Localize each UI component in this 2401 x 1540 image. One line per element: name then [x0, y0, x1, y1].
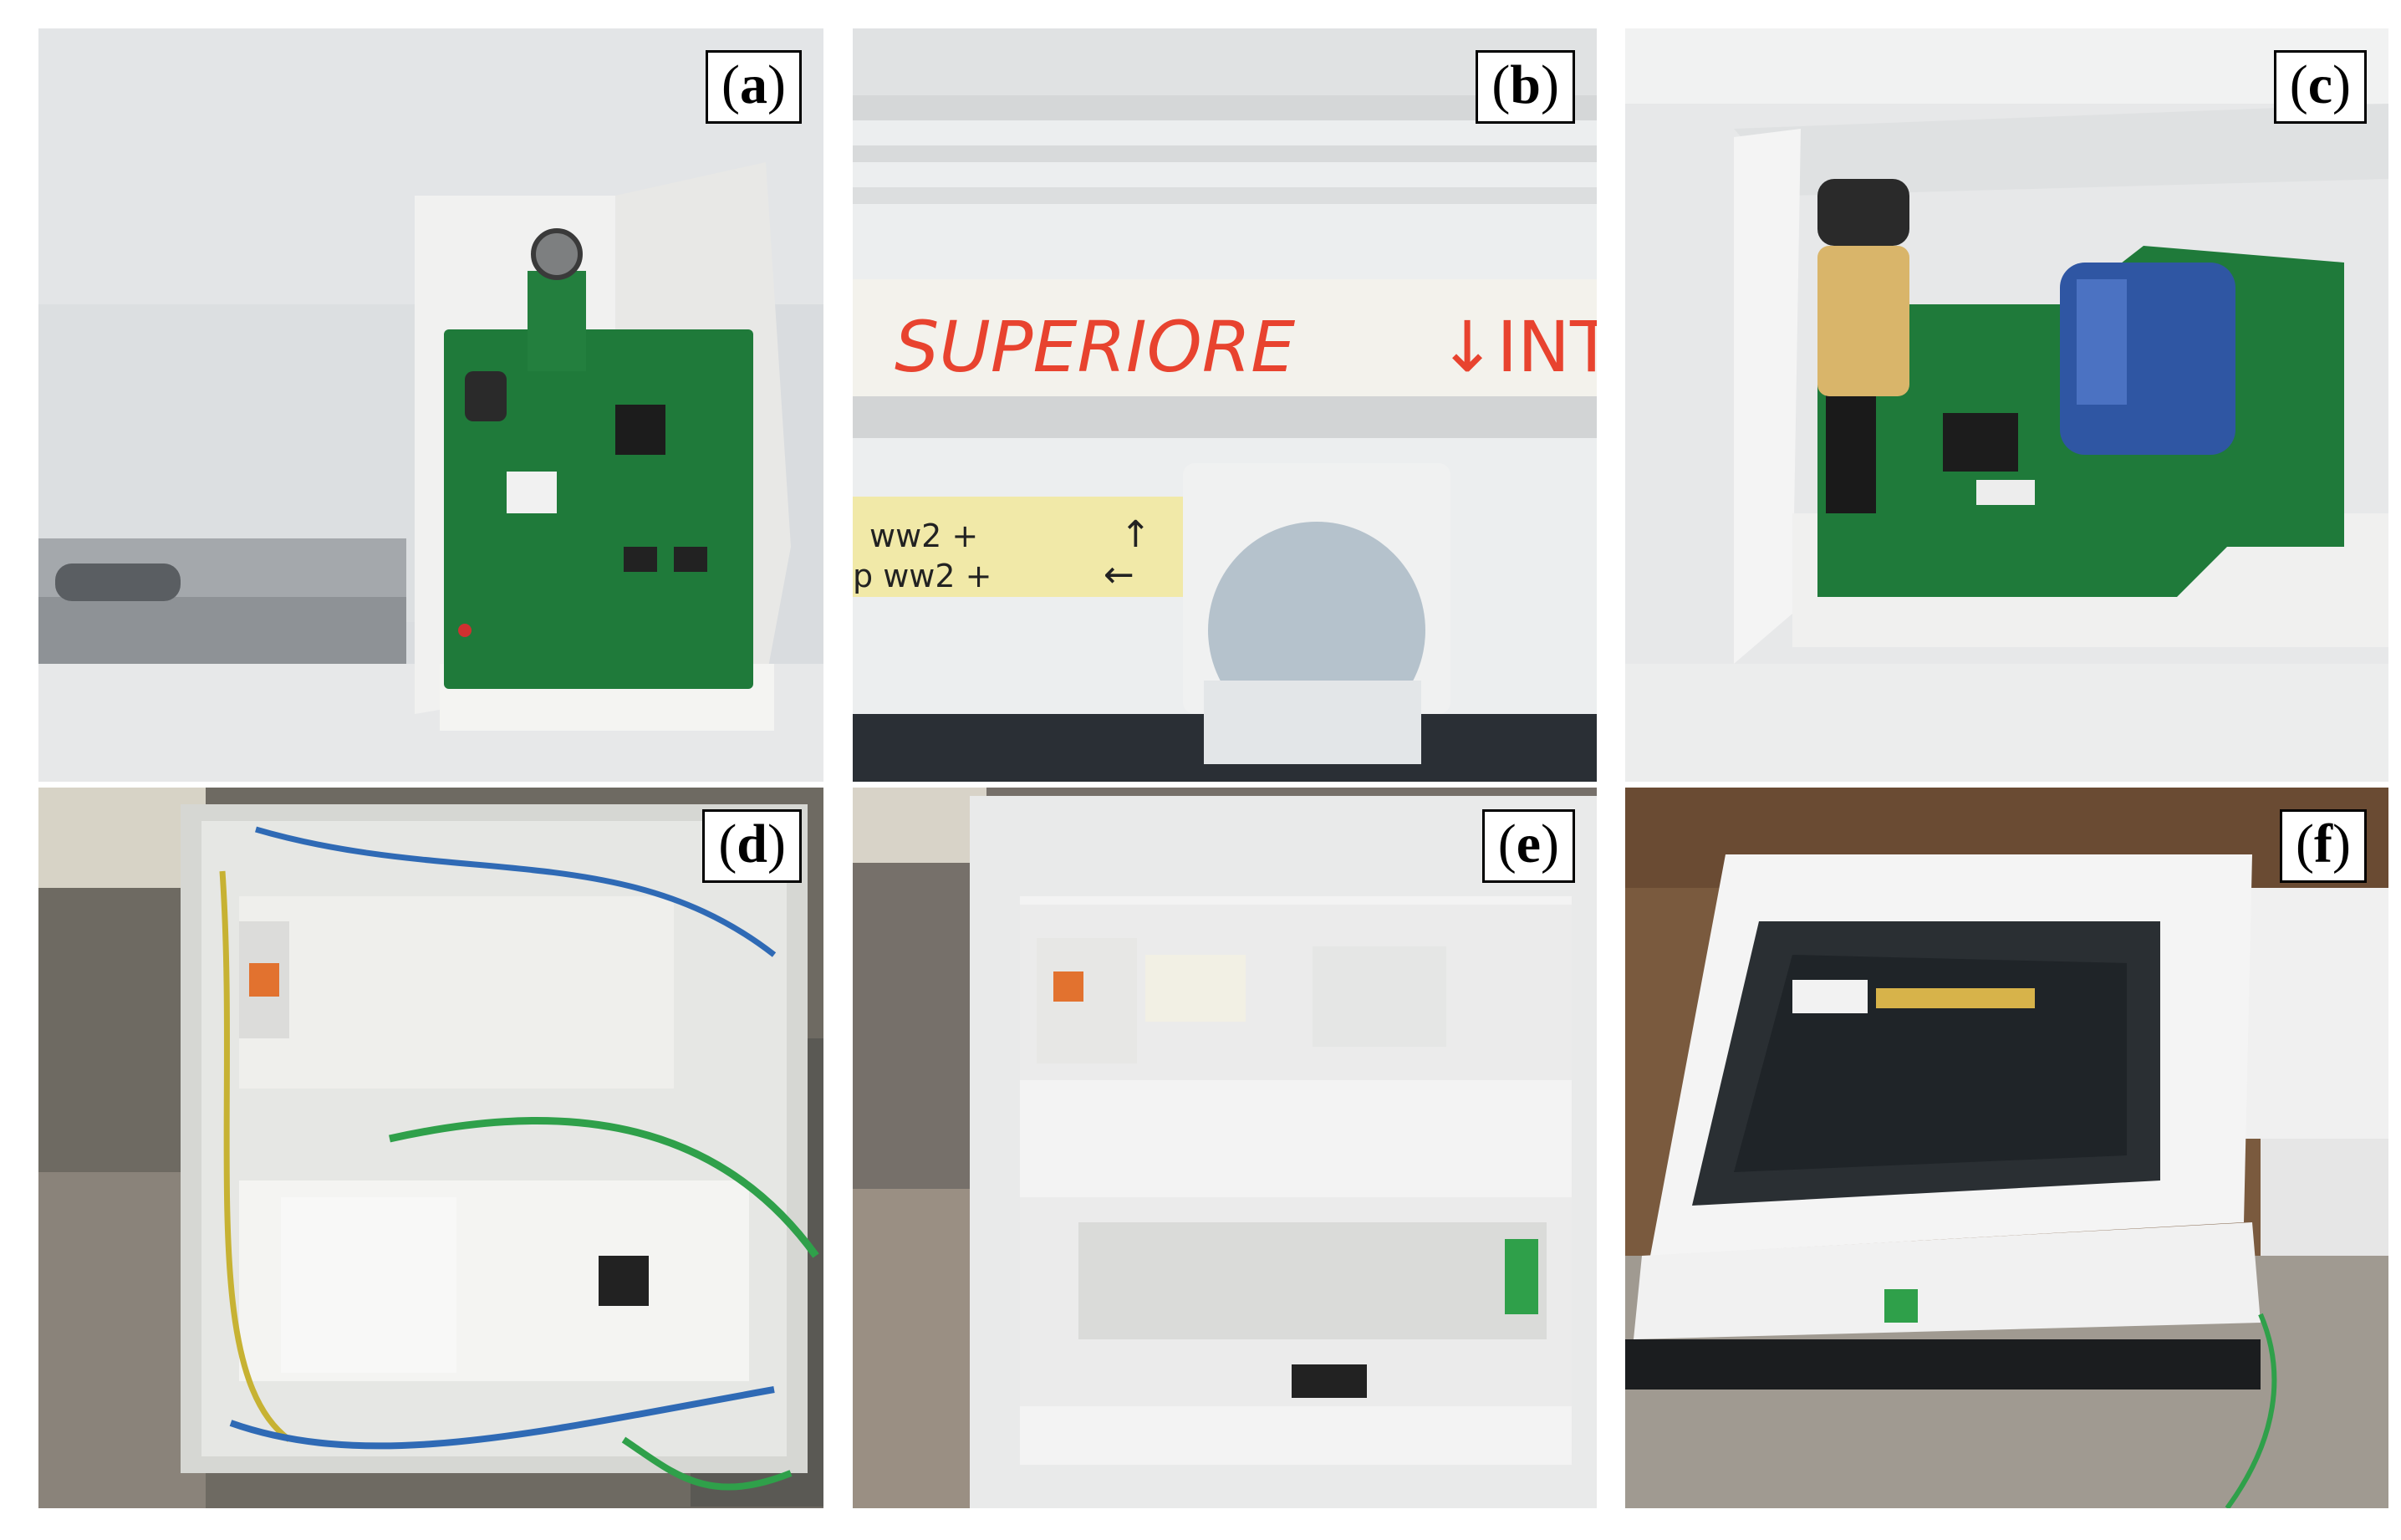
photo-panel-e: (e)	[853, 788, 1597, 1508]
tape-note-2: p ww2 +	[853, 558, 991, 594]
tape-handwritten-superiore: SUPERIORE	[895, 306, 1295, 388]
tape-note-1: ww2 +	[869, 518, 978, 554]
panel-label-d: (d)	[702, 809, 802, 883]
photo-b-pir-sensor: SUPERIORE ↓INT ww2 + p ww2 + ↑ ←	[853, 28, 1597, 782]
tape-arrow-up: ↑	[1120, 513, 1151, 556]
panel-label-f: (f)	[2280, 809, 2367, 883]
panel-label-c: (c)	[2273, 50, 2367, 124]
photo-panel-d: (d)	[38, 788, 823, 1508]
photo-e-closed-electrical-panel	[853, 788, 1597, 1508]
panel-label-b: (b)	[1476, 50, 1575, 124]
photo-panel-f: (f)	[1625, 788, 2388, 1508]
panel-label-e: (e)	[1481, 809, 1575, 883]
photo-a-sensor-board	[38, 28, 823, 782]
photo-panel-b: SUPERIORE ↓INT ww2 + p ww2 + ↑ ← (b)	[853, 28, 1597, 782]
photo-d-open-electrical-box	[38, 788, 823, 1508]
tape-arrow-left: ←	[1104, 553, 1134, 596]
photo-f-window-sample	[1625, 788, 2388, 1508]
photo-panel-a: (a)	[38, 28, 823, 782]
tape-handwritten-arrow-int: ↓INT	[1438, 306, 1597, 388]
photo-c-gas-sensor-board	[1625, 28, 2388, 782]
photo-panel-c: (c)	[1625, 28, 2388, 782]
panel-label-a: (a)	[706, 50, 802, 124]
